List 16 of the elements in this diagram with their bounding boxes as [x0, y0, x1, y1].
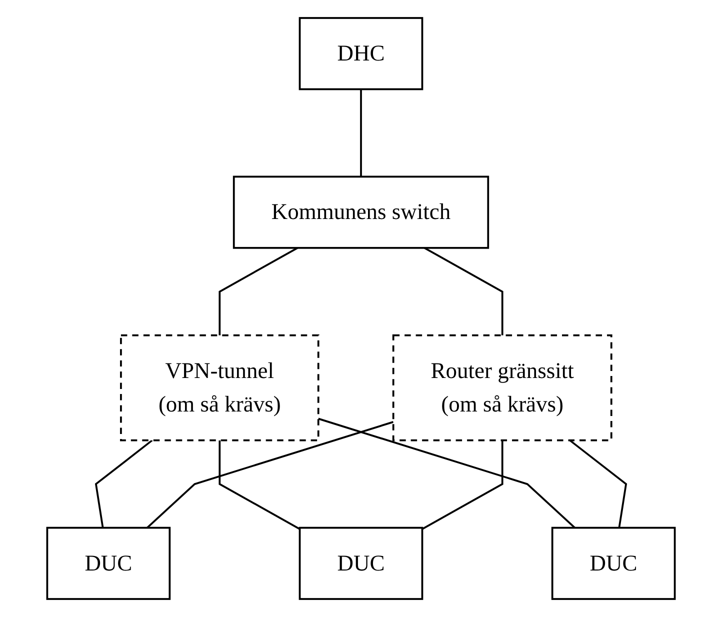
node-box: VPN-tunnel (om så krävs): [120, 334, 320, 442]
connector: [146, 421, 394, 528]
connector: [424, 247, 504, 336]
node-box: Kommunens switch: [232, 176, 490, 249]
connector: [360, 89, 362, 177]
connector: [94, 440, 153, 528]
connector: [218, 247, 298, 336]
node-box: DUC: [46, 526, 171, 600]
connector: [318, 418, 576, 528]
connector: [569, 440, 628, 528]
node-box: DUC: [551, 526, 676, 600]
node-box: Router gränssitt (om så krävs): [392, 334, 612, 442]
node-box: DHC: [298, 17, 424, 90]
connector: [422, 440, 504, 530]
connector: [218, 440, 300, 530]
node-box: DUC: [298, 526, 424, 600]
